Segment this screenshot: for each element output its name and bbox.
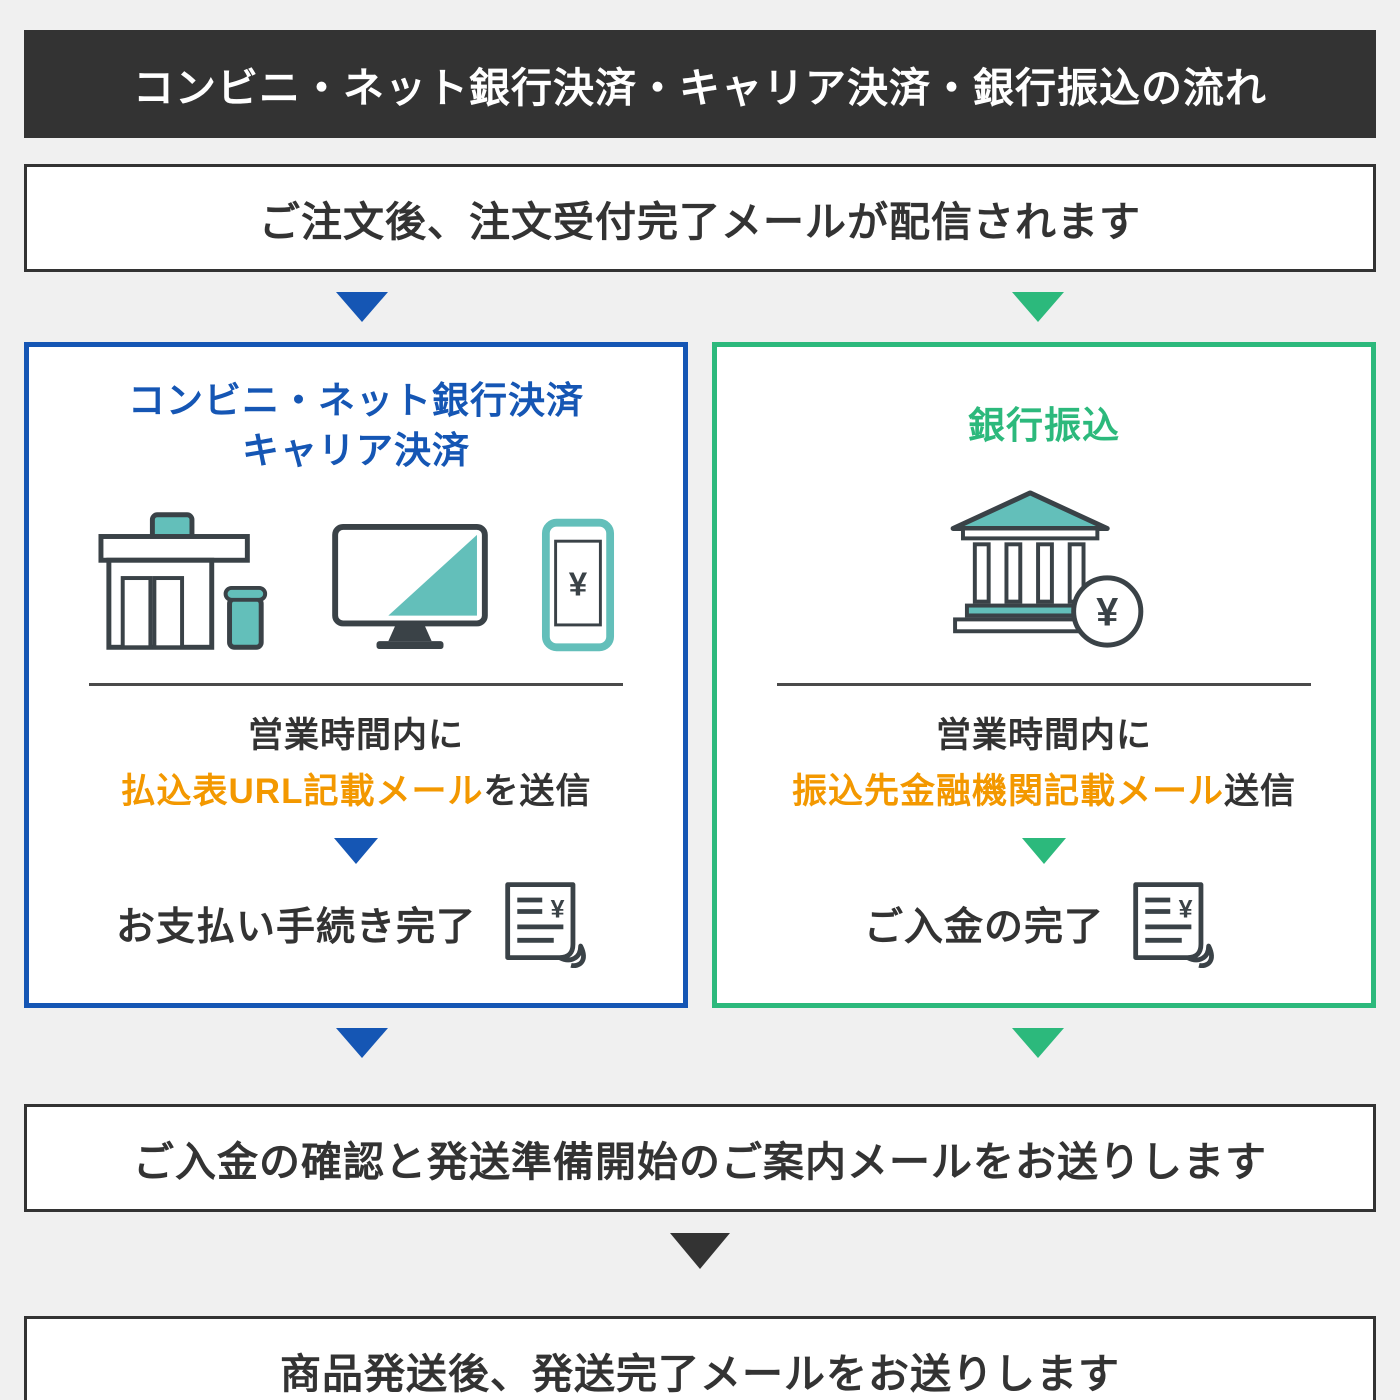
smartphone-icon: ¥ [541,518,615,652]
arrow-down-dark-icon [670,1233,730,1269]
right-mail-highlight: 振込先金融機関記載メール [791,772,1224,811]
step-ship-box: 商品発送後、発送完了メールをお送りします [24,1316,1376,1400]
branch-divider [88,683,624,686]
arrow-down-blue-small-icon [334,838,378,864]
arrow-cell-right [700,292,1376,322]
arrow-cell-right [700,1028,1376,1058]
right-complete-text: ご入金の完了 [863,906,1104,949]
left-mail-text: 払込表URL記載メールを送信 [121,764,592,820]
receipt-icon: ¥ [1133,882,1214,969]
branch-bank-transfer: 銀行振込 ¥ 営業時間内に 振込先金融機関記載メール送信 [712,342,1376,1008]
yen-glyph: ¥ [569,567,588,604]
left-mail-highlight: 払込表URL記載メール [120,772,484,811]
right-schedule-text: 営業時間内に [935,716,1152,755]
computer-monitor-icon [332,523,488,650]
left-complete-text: お支払い手続き完了 [115,906,476,949]
branch-convenience-title-line1: コンビニ・ネット銀行決済 [128,380,584,422]
branch-convenience-payment: コンビニ・ネット銀行決済 キャリア決済 [24,342,688,1008]
right-mail-suffix: 送信 [1224,772,1297,811]
bank-icon: ¥ [950,490,1144,648]
branch-convenience-title-line2: キャリア決済 [242,430,470,471]
yen-glyph: ¥ [551,895,565,923]
arrow-cell-left [24,292,700,322]
right-mail-text: 振込先金融機関記載メール送信 [792,764,1296,820]
arrow-row-final [0,1212,1400,1290]
arrow-down-blue-icon [336,292,388,322]
yen-glyph: ¥ [1096,590,1118,634]
page-title: コンビニ・ネット銀行決済・キャリア決済・銀行振込の流れ [133,65,1267,111]
arrow-cell-left [24,1028,700,1058]
branch-convenience-title: コンビニ・ネット銀行決済 キャリア決済 [128,373,584,479]
arrow-row-bottom [24,1008,1376,1078]
arrow-down-green-icon [1012,1028,1064,1058]
bank-icon-group: ¥ [943,485,1145,653]
step-confirm-box: ご入金の確認と発送準備開始のご案内メールをお送りします [24,1104,1376,1212]
arrow-row-top [24,272,1376,342]
yen-glyph: ¥ [1179,895,1193,923]
left-complete-row: お支払い手続き完了 ¥ [116,878,596,970]
header-banner: コンビニ・ネット銀行決済・キャリア決済・銀行振込の流れ [24,30,1376,138]
branch-bank-title-line1: 銀行振込 [968,405,1120,447]
right-complete-row: ご入金の完了 ¥ [864,878,1224,970]
branch-divider [776,683,1312,686]
left-mail-suffix: を送信 [483,772,592,811]
convenience-store-icon [98,512,268,650]
step-order-text: ご注文後、注文受付完了メールが配信されます [259,199,1141,245]
branch-bank-title: 銀行振込 [968,373,1120,479]
left-schedule-text: 営業時間内に [247,716,464,755]
branch-columns: コンビニ・ネット銀行決済 キャリア決済 [24,342,1376,1008]
step-confirm-text: ご入金の確認と発送準備開始のご案内メールをお送りします [133,1139,1267,1185]
step-order-box: ご注文後、注文受付完了メールが配信されます [24,164,1376,272]
convenience-icon-group: ¥ [97,485,615,653]
arrow-down-blue-icon [336,1028,388,1058]
arrow-down-green-small-icon [1022,838,1066,864]
receipt-icon: ¥ [505,882,586,969]
arrow-down-green-icon [1012,292,1064,322]
step-ship-text: 商品発送後、発送完了メールをお送りします [280,1351,1120,1397]
